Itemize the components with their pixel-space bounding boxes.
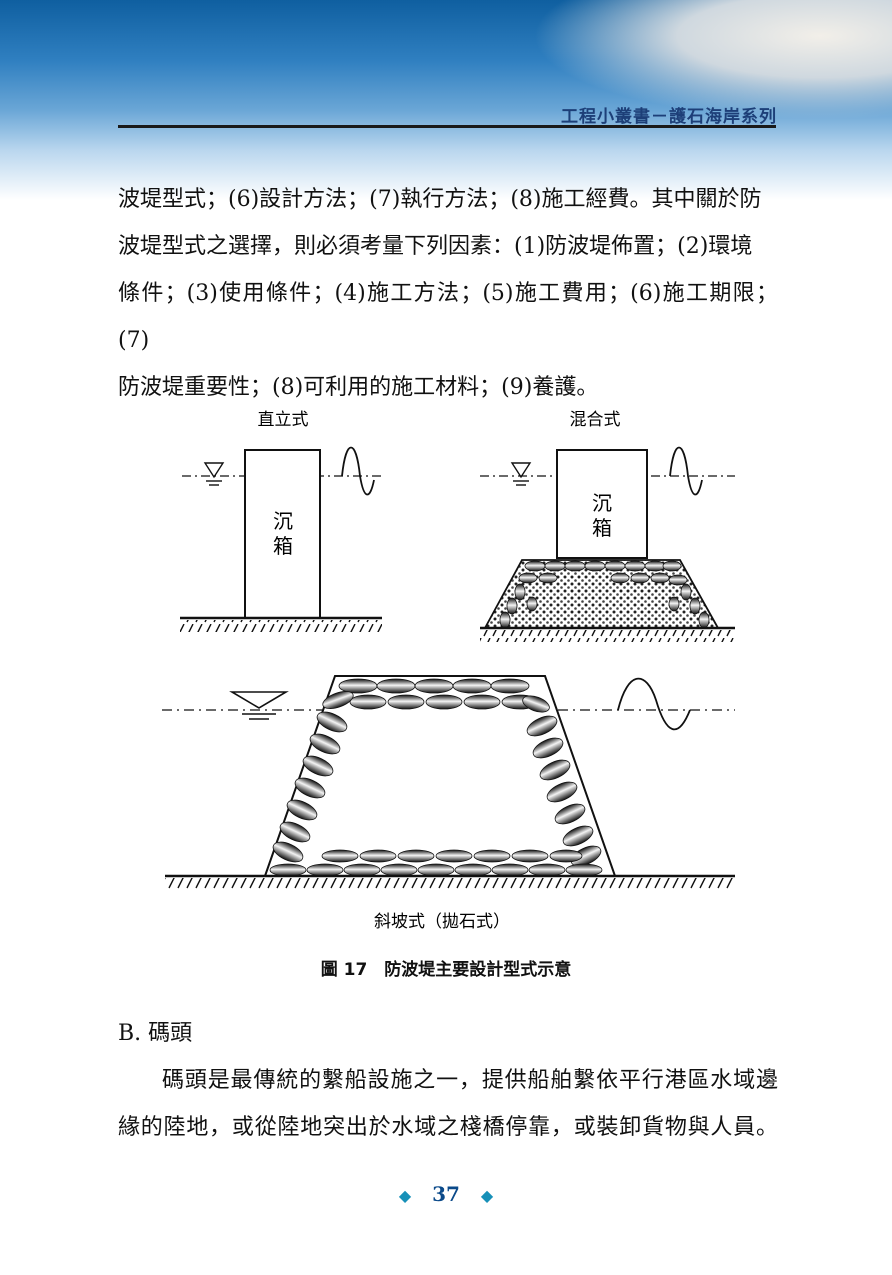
- wave-icon: [341, 446, 375, 496]
- header-rule: [118, 125, 776, 128]
- paragraph-1: 波堤型式；(6)設計方法；(7)執行方法；(8)施工經費。其中關於防 波堤型式之…: [118, 176, 778, 411]
- vertical-breakwater-panel: 直立式 沉 箱: [180, 410, 385, 632]
- caisson-label: 箱: [592, 516, 612, 540]
- wave-icon: [617, 677, 691, 731]
- armor-stones: [269, 678, 603, 877]
- paragraph-line: 波堤型式；(6)設計方法；(7)執行方法；(8)施工經費。其中關於防: [118, 187, 762, 212]
- seabed-hatch: [480, 630, 735, 642]
- figure-caption: 圖 17 防波堤主要設計型式示意: [320, 960, 572, 980]
- caisson: [556, 449, 648, 559]
- armor-stones: [499, 560, 710, 629]
- seabed-hatch: [165, 878, 735, 890]
- paragraph-2: 碼頭是最傳統的繫船設施之一，提供船舶繫依平行港區水域邊 緣的陸地，或從陸地突出於…: [118, 1057, 778, 1151]
- series-title: 工程小叢書－護石海岸系列: [561, 107, 777, 127]
- section-heading: B. 碼頭: [118, 1021, 193, 1046]
- rubble-mound-body: [264, 675, 616, 877]
- water-level-icon: [510, 462, 532, 486]
- breakwater-figure: 直立式 沉 箱 混合式 沉 箱: [162, 410, 735, 932]
- paragraph-line: 碼頭是最傳統的繫船設施之一，提供船舶繫依平行港區水域邊: [162, 1068, 778, 1093]
- caisson: [244, 449, 321, 619]
- caisson-label: 箱: [273, 534, 293, 558]
- rubble-mound-breakwater-label: 斜坡式（拋石式）: [374, 912, 510, 932]
- caisson-label: 沉: [273, 509, 293, 533]
- paragraph-line: 防波堤重要性；(8)可利用的施工材料；(9)養護。: [118, 375, 599, 400]
- diamond-icon: ◆: [480, 1186, 494, 1205]
- diamond-icon: ◆: [398, 1186, 412, 1205]
- page-number: 37: [432, 1182, 460, 1206]
- wave-icon: [669, 446, 703, 496]
- page-footer: ◆ 37 ◆: [0, 1182, 892, 1206]
- vertical-breakwater-label: 直立式: [258, 410, 309, 430]
- paragraph-line: 條件；(3)使用條件；(4)施工方法；(5)施工費用；(6)施工期限；(7): [118, 281, 778, 353]
- paragraph-line: 波堤型式之選擇，則必須考量下列因素：(1)防波堤佈置；(2)環境: [118, 234, 753, 259]
- water-level-icon: [203, 462, 225, 486]
- coastal-rocks-image: [532, 0, 892, 120]
- composite-breakwater-label: 混合式: [570, 410, 621, 430]
- rubble-mound-breakwater-panel: 斜坡式（拋石式）: [162, 675, 735, 932]
- paragraph-line: 緣的陸地，或從陸地突出於水域之棧橋停靠，或裝卸貨物與人員。: [118, 1115, 778, 1140]
- water-level-icon: [229, 691, 289, 720]
- seabed-hatch: [180, 620, 382, 632]
- composite-breakwater-panel: 混合式 沉 箱: [480, 410, 735, 642]
- caisson-label: 沉: [592, 491, 612, 515]
